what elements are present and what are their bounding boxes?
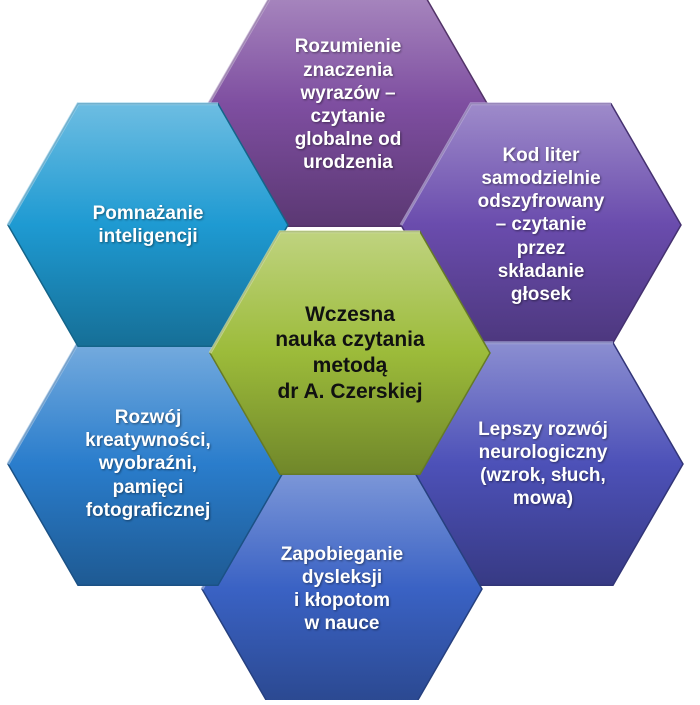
hexagon-bevel-center xyxy=(208,230,420,354)
hexagon-group xyxy=(6,0,684,705)
hexagon-bevel-upper-left xyxy=(6,102,218,226)
hexagon-bevel-top xyxy=(206,0,271,106)
hexagon-bevel-upper-right xyxy=(399,102,611,226)
